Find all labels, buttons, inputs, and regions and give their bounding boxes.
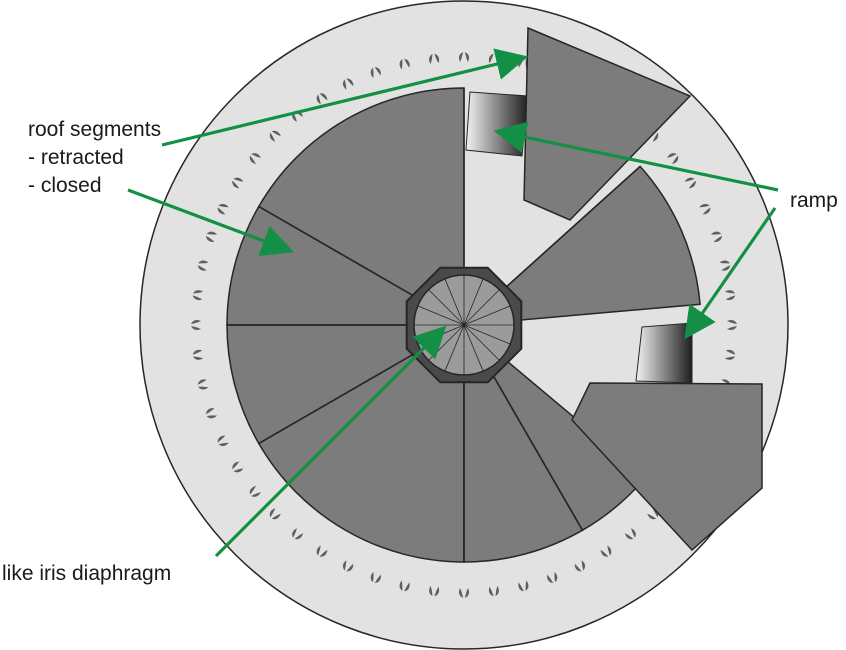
iris-blade-line bbox=[463, 289, 500, 326]
track-mark bbox=[647, 508, 659, 520]
track-mark bbox=[724, 349, 736, 360]
track-mark bbox=[191, 320, 201, 330]
roof-segment bbox=[226, 324, 467, 445]
arrow-ramp-right bbox=[684, 207, 777, 340]
arrow-ramp-top bbox=[493, 121, 779, 192]
iris-diaphragm-hub bbox=[405, 266, 523, 384]
track-mark bbox=[232, 177, 244, 189]
iris-blade-line bbox=[444, 324, 465, 372]
iris-blade-line bbox=[463, 278, 484, 326]
annotation-labels: roof segments - retracted - closed ramp … bbox=[2, 118, 838, 585]
track-mark bbox=[724, 290, 736, 301]
track-mark bbox=[249, 153, 261, 165]
track-mark bbox=[488, 585, 499, 597]
arrow-iris bbox=[214, 325, 447, 558]
label-ramp: ramp bbox=[790, 189, 838, 212]
track-mark bbox=[217, 435, 229, 447]
track-mark bbox=[197, 379, 209, 390]
iris-blade-line bbox=[463, 305, 511, 326]
ramp-right bbox=[635, 322, 693, 384]
roof-segment bbox=[463, 322, 584, 563]
track-mark bbox=[600, 545, 612, 557]
track-mark bbox=[217, 203, 229, 215]
label-roof-segments: roof segments bbox=[28, 118, 161, 141]
track-mark bbox=[429, 53, 440, 65]
track-mark bbox=[710, 231, 723, 242]
track-mark bbox=[370, 571, 381, 584]
iris-blade-line bbox=[428, 289, 465, 326]
roof-segment bbox=[257, 323, 465, 563]
track-mark bbox=[192, 290, 204, 301]
track-mark bbox=[316, 93, 328, 105]
track-mark bbox=[269, 130, 281, 142]
track-mark bbox=[684, 177, 696, 189]
arrow-roof-closed bbox=[127, 188, 294, 256]
label-closed: - closed bbox=[28, 174, 102, 197]
track-mark bbox=[249, 485, 261, 497]
track-mark bbox=[316, 545, 328, 557]
track-mark bbox=[399, 58, 410, 70]
track-mark bbox=[370, 66, 381, 79]
iris-blade-line bbox=[463, 324, 500, 361]
iris-blade-line bbox=[463, 324, 484, 372]
annotation-arrows bbox=[127, 48, 779, 558]
track-mark bbox=[459, 588, 469, 598]
track-mark bbox=[205, 408, 218, 419]
roof-segment bbox=[461, 165, 701, 326]
track-mark bbox=[342, 78, 354, 90]
closed-roof-segments bbox=[226, 87, 701, 563]
arrow-roof-retracted bbox=[161, 48, 529, 147]
track-mark bbox=[727, 320, 737, 330]
label-iris-diaphragm: like iris diaphragm bbox=[2, 562, 171, 585]
track-mark bbox=[574, 560, 586, 572]
roof-segment bbox=[257, 87, 465, 327]
track-mark bbox=[232, 461, 244, 473]
track-mark bbox=[399, 580, 410, 592]
ramp-top bbox=[465, 91, 529, 157]
track-mark bbox=[292, 528, 304, 540]
track-mark bbox=[547, 571, 558, 584]
track-mark bbox=[269, 508, 281, 520]
track-mark bbox=[518, 580, 529, 592]
track-mark bbox=[342, 560, 354, 572]
track-mark bbox=[719, 260, 731, 271]
track-mark bbox=[205, 231, 218, 242]
track-mark bbox=[699, 203, 711, 215]
track-mark bbox=[667, 153, 679, 165]
iris-blade-line bbox=[417, 305, 465, 326]
track-mark bbox=[197, 260, 209, 271]
track-mark bbox=[624, 528, 636, 540]
retracted-segment-right bbox=[571, 382, 763, 552]
iris-blade-line bbox=[444, 278, 465, 326]
track-mark bbox=[459, 52, 469, 62]
track-mark bbox=[192, 349, 204, 360]
track-mark bbox=[429, 585, 440, 597]
iris-blade-line bbox=[463, 324, 511, 345]
label-retracted: - retracted bbox=[28, 146, 124, 169]
